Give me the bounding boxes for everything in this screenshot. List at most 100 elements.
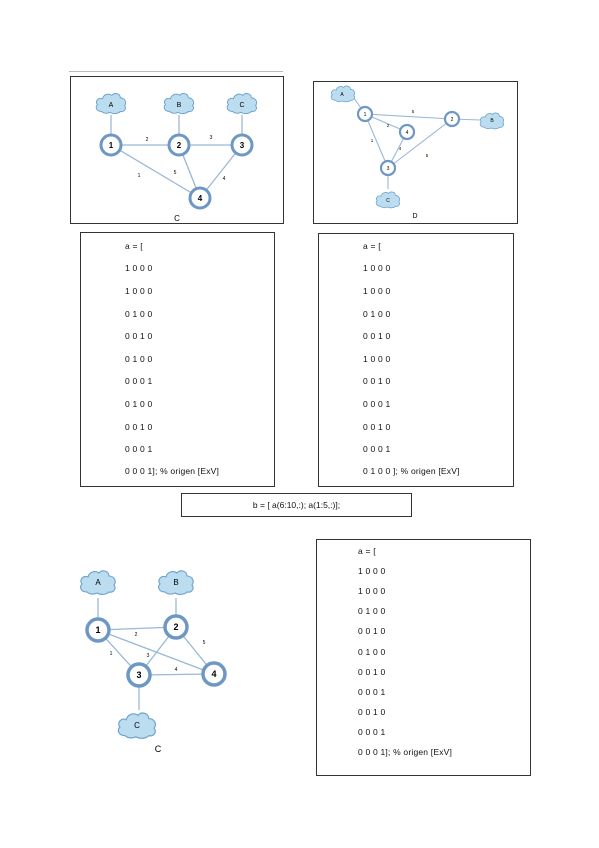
node-2 — [163, 614, 189, 640]
node-1-label: 1 — [95, 625, 100, 635]
link-label: 2 — [135, 632, 138, 638]
cloud-c-label: C — [239, 102, 244, 109]
matrix-line: 0 0 0 1]; % origen [ExV] — [358, 747, 453, 757]
matrix-line: 1 0 0 0 — [363, 263, 391, 273]
node-3-label: 3 — [136, 670, 141, 680]
node-2-label: 2 — [451, 117, 454, 123]
node-1-label: 1 — [109, 141, 114, 150]
link-label: 5 — [426, 153, 429, 158]
link-1-2 — [364, 113, 453, 120]
node-3-label: 3 — [387, 166, 390, 172]
matrix-line: 0 0 0 1 — [363, 444, 391, 454]
matrix-line: 1 0 0 0 — [358, 586, 386, 596]
link-label: 4 — [175, 667, 178, 673]
matrix-line: 0 0 1 0 — [363, 376, 391, 386]
link-label: 4 — [223, 176, 226, 182]
matrix-line: 0 0 0 1 — [125, 376, 153, 386]
matrix-line: 0 1 0 0 — [358, 606, 386, 616]
node-1 — [85, 617, 111, 643]
matrix-line: 0 1 0 0 ]; % origen [ExV] — [363, 466, 460, 476]
cloud-c-label: C — [386, 198, 390, 204]
link-label: 1 — [110, 651, 113, 657]
matrix-line: 0 0 0 1 — [358, 687, 386, 697]
command-box: b = [ a(6:10,:); a(1:5,:)]; — [181, 493, 412, 517]
node-2 — [443, 110, 461, 128]
node-4 — [201, 661, 227, 687]
matrix-line: a = [ — [125, 241, 143, 251]
cloud-b-label: B — [177, 102, 182, 109]
matrix-line: a = [ — [363, 241, 381, 251]
cloud-c-label: C — [134, 721, 140, 730]
node-4 — [398, 123, 416, 141]
link-label: 4 — [399, 146, 402, 151]
matrix-line: 0 0 0 1 — [125, 444, 153, 454]
matrix-box-1: a = [ 1 0 0 0 1 0 0 0 0 1 0 0 0 0 1 0 0 … — [80, 232, 275, 487]
node-1-label: 1 — [364, 112, 367, 118]
matrix-line: 1 0 0 0 — [125, 286, 153, 296]
matrix-line: 0 0 1 0 — [358, 707, 386, 717]
node-3 — [126, 662, 152, 688]
node-4-label: 4 — [211, 669, 216, 679]
cloud-a-label: A — [340, 92, 344, 98]
diagram-caption: C — [174, 214, 180, 223]
link-2-3 — [387, 118, 453, 169]
node-3 — [379, 159, 397, 177]
link-1-4 — [110, 144, 201, 199]
node-1 — [356, 105, 374, 123]
top-rule — [69, 71, 283, 72]
matrix-line: 1 0 0 0 — [125, 263, 153, 273]
link-1-2 — [97, 626, 177, 631]
link-1-3 — [364, 113, 389, 169]
network-diagram-1: A B C 1 2 3 4 2 3 1 5 4 C — [95, 93, 258, 223]
node-4-label: 4 — [406, 130, 409, 136]
matrix-line: 0 0 1 0 — [125, 331, 153, 341]
node-1 — [99, 133, 123, 157]
diagram-caption: D — [412, 213, 417, 220]
matrix-line: 0 0 1 0 — [125, 422, 153, 432]
node-4-label: 4 — [198, 194, 203, 203]
matrix-line: 0 0 1 0 — [358, 626, 386, 636]
cloud-a-label: A — [109, 102, 114, 109]
matrix-line: a = [ — [358, 546, 376, 556]
matrix-box-2: a = [ 1 0 0 0 1 0 0 0 0 1 0 0 0 0 1 0 1 … — [318, 233, 514, 487]
matrix-line: 1 0 0 0 — [363, 286, 391, 296]
matrix-line: 1 0 0 0 — [363, 354, 391, 364]
matrix-box-3: a = [ 1 0 0 0 1 0 0 0 0 1 0 0 0 0 1 0 0 … — [316, 539, 531, 776]
cloud-a-label: A — [95, 578, 101, 587]
link-label: 2 — [146, 137, 149, 143]
node-3 — [230, 133, 254, 157]
matrix-line: 0 0 0 1]; % origen [ExV] — [125, 466, 220, 476]
matrix-line: 0 0 0 1 — [363, 399, 391, 409]
matrix-line: 0 0 1 0 — [363, 422, 391, 432]
network-diagram-2: A B C 1 2 3 4 5 2 1 4 5 D — [330, 85, 505, 220]
matrix-line: 0 1 0 0 — [125, 399, 153, 409]
cloud-b-label: B — [490, 118, 494, 124]
matrix-line: 0 1 0 0 — [125, 354, 153, 364]
link-label: 5 — [412, 109, 415, 114]
matrix-line: 0 1 0 0 — [125, 309, 153, 319]
link-label: 1 — [138, 173, 141, 179]
network-diagram-3: A B C 1 2 3 4 2 5 3 1 4 C — [80, 570, 227, 754]
link-label: 3 — [210, 135, 213, 141]
node-2 — [167, 133, 191, 157]
matrix-line: 0 0 1 0 — [363, 331, 391, 341]
matrix-line: 0 0 0 1 — [358, 727, 386, 737]
diagram-2-frame: A B C 1 2 3 4 5 2 1 4 5 D — [313, 81, 518, 224]
node-4 — [188, 186, 212, 210]
matrix-line: 1 0 0 0 — [358, 566, 386, 576]
node-2-label: 2 — [177, 141, 182, 150]
matrix-line: 0 1 0 0 — [358, 647, 386, 657]
node-2-label: 2 — [173, 622, 178, 632]
command-text: b = [ a(6:10,:); a(1:5,:)]; — [252, 500, 341, 510]
diagram-caption: C — [155, 744, 162, 754]
link-label: 1 — [371, 138, 374, 143]
link-label: 2 — [387, 123, 390, 128]
node-3-label: 3 — [240, 141, 245, 150]
cloud-b-label: B — [173, 578, 178, 587]
link-label: 3 — [147, 653, 150, 659]
link-label: 5 — [203, 640, 206, 646]
diagram-1-frame: A B C 1 2 3 4 2 3 1 5 4 C — [70, 76, 284, 224]
link-label: 5 — [174, 170, 177, 176]
matrix-line: 0 0 1 0 — [358, 667, 386, 677]
matrix-line: 0 1 0 0 — [363, 309, 391, 319]
